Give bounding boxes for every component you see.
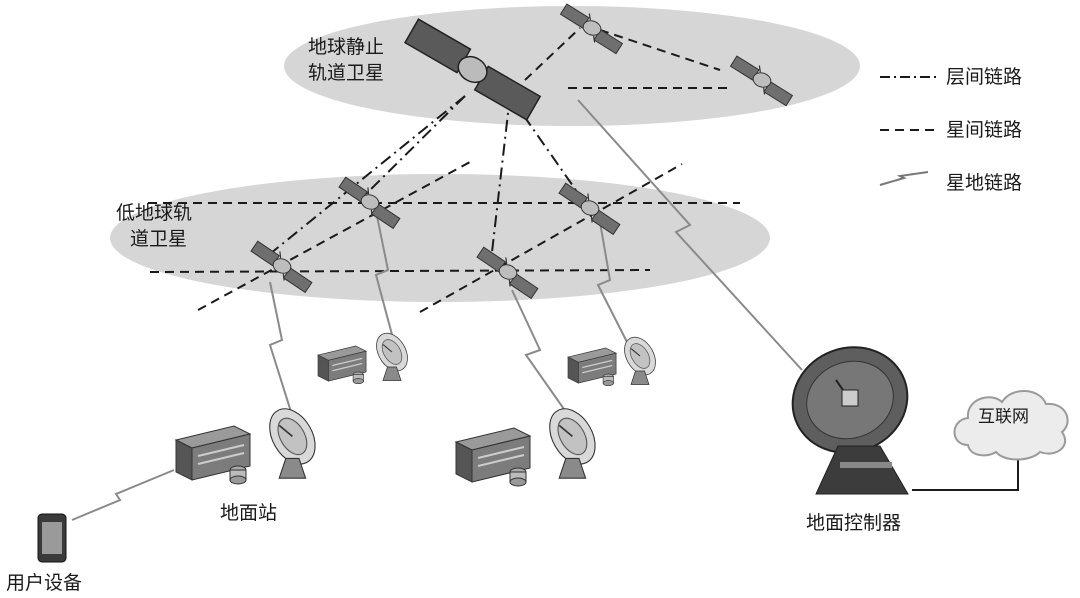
user-phone-icon [37,513,67,563]
geo-intersat-links [524,27,732,89]
controller-internet-link [912,448,1019,491]
legend-label-satground: 星地链路 [946,172,1023,194]
leo-orbit-label: 低地球轨 道卫星 [116,200,192,252]
ground-station-server-1 [175,425,251,485]
user-equipment-label: 用户设备 [6,572,83,594]
geo-orbit-label-line2: 轨道卫星 [308,62,385,84]
leo-orbit-label-line1: 低地球轨 [116,202,193,224]
dish-small-1 [369,327,415,382]
leo-orbit-plane [110,174,770,302]
ground-station-small-1 [317,345,367,385]
ground-station-dish-2 [539,399,606,480]
interlayer-links [259,95,581,263]
legend-label-intersat: 星间链路 [946,119,1023,141]
ground-station-label: 地面站 [220,502,278,524]
ground-station-server-2 [455,427,531,487]
geo-orbit-label: 地球静止 轨道卫星 [308,34,384,86]
satellite-ground-links [71,99,803,521]
internet-label: 互联网 [978,407,1029,427]
legend-label-interlayer: 层间链路 [946,66,1023,88]
ground-controller-label: 地面控制器 [806,512,902,534]
ground-station-dish-1 [259,399,326,480]
geo-satellite-main [403,18,542,121]
internet-cloud [953,389,1069,461]
geo-orbit-label-line1: 地球静止 [308,36,385,58]
ground-station-small-2 [567,347,617,387]
leo-intersat-links [148,161,740,313]
legend-samples [879,76,936,186]
ground-controller-dish [791,346,909,495]
leo-orbit-label-line2: 道卫星 [130,228,188,250]
